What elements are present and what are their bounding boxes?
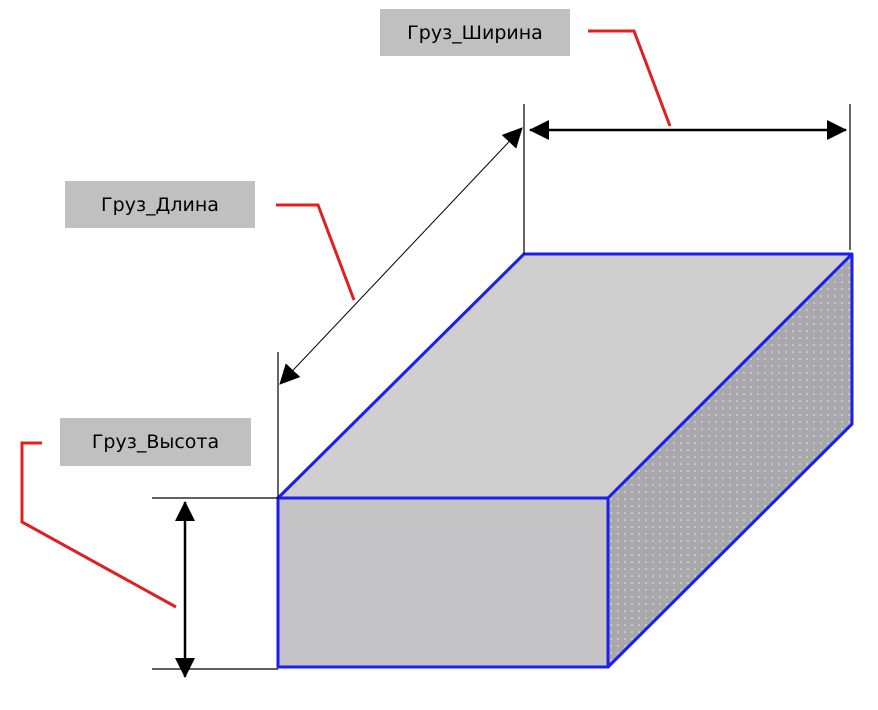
box-top-face — [278, 254, 852, 498]
width-leader-line — [588, 29, 672, 127]
leader-lines — [20, 29, 672, 609]
height-label: Груз_Высота — [60, 418, 251, 466]
box-front-face — [278, 498, 608, 667]
length-leader-line — [276, 203, 356, 301]
width-label: Груз_Ширина — [380, 9, 570, 56]
height-leader-line — [20, 441, 177, 609]
box-side-face-texture — [608, 254, 852, 667]
length-label: Груз_Длина — [65, 181, 255, 228]
extension-lines — [152, 104, 851, 670]
length-dimension-arrow — [279, 127, 523, 385]
